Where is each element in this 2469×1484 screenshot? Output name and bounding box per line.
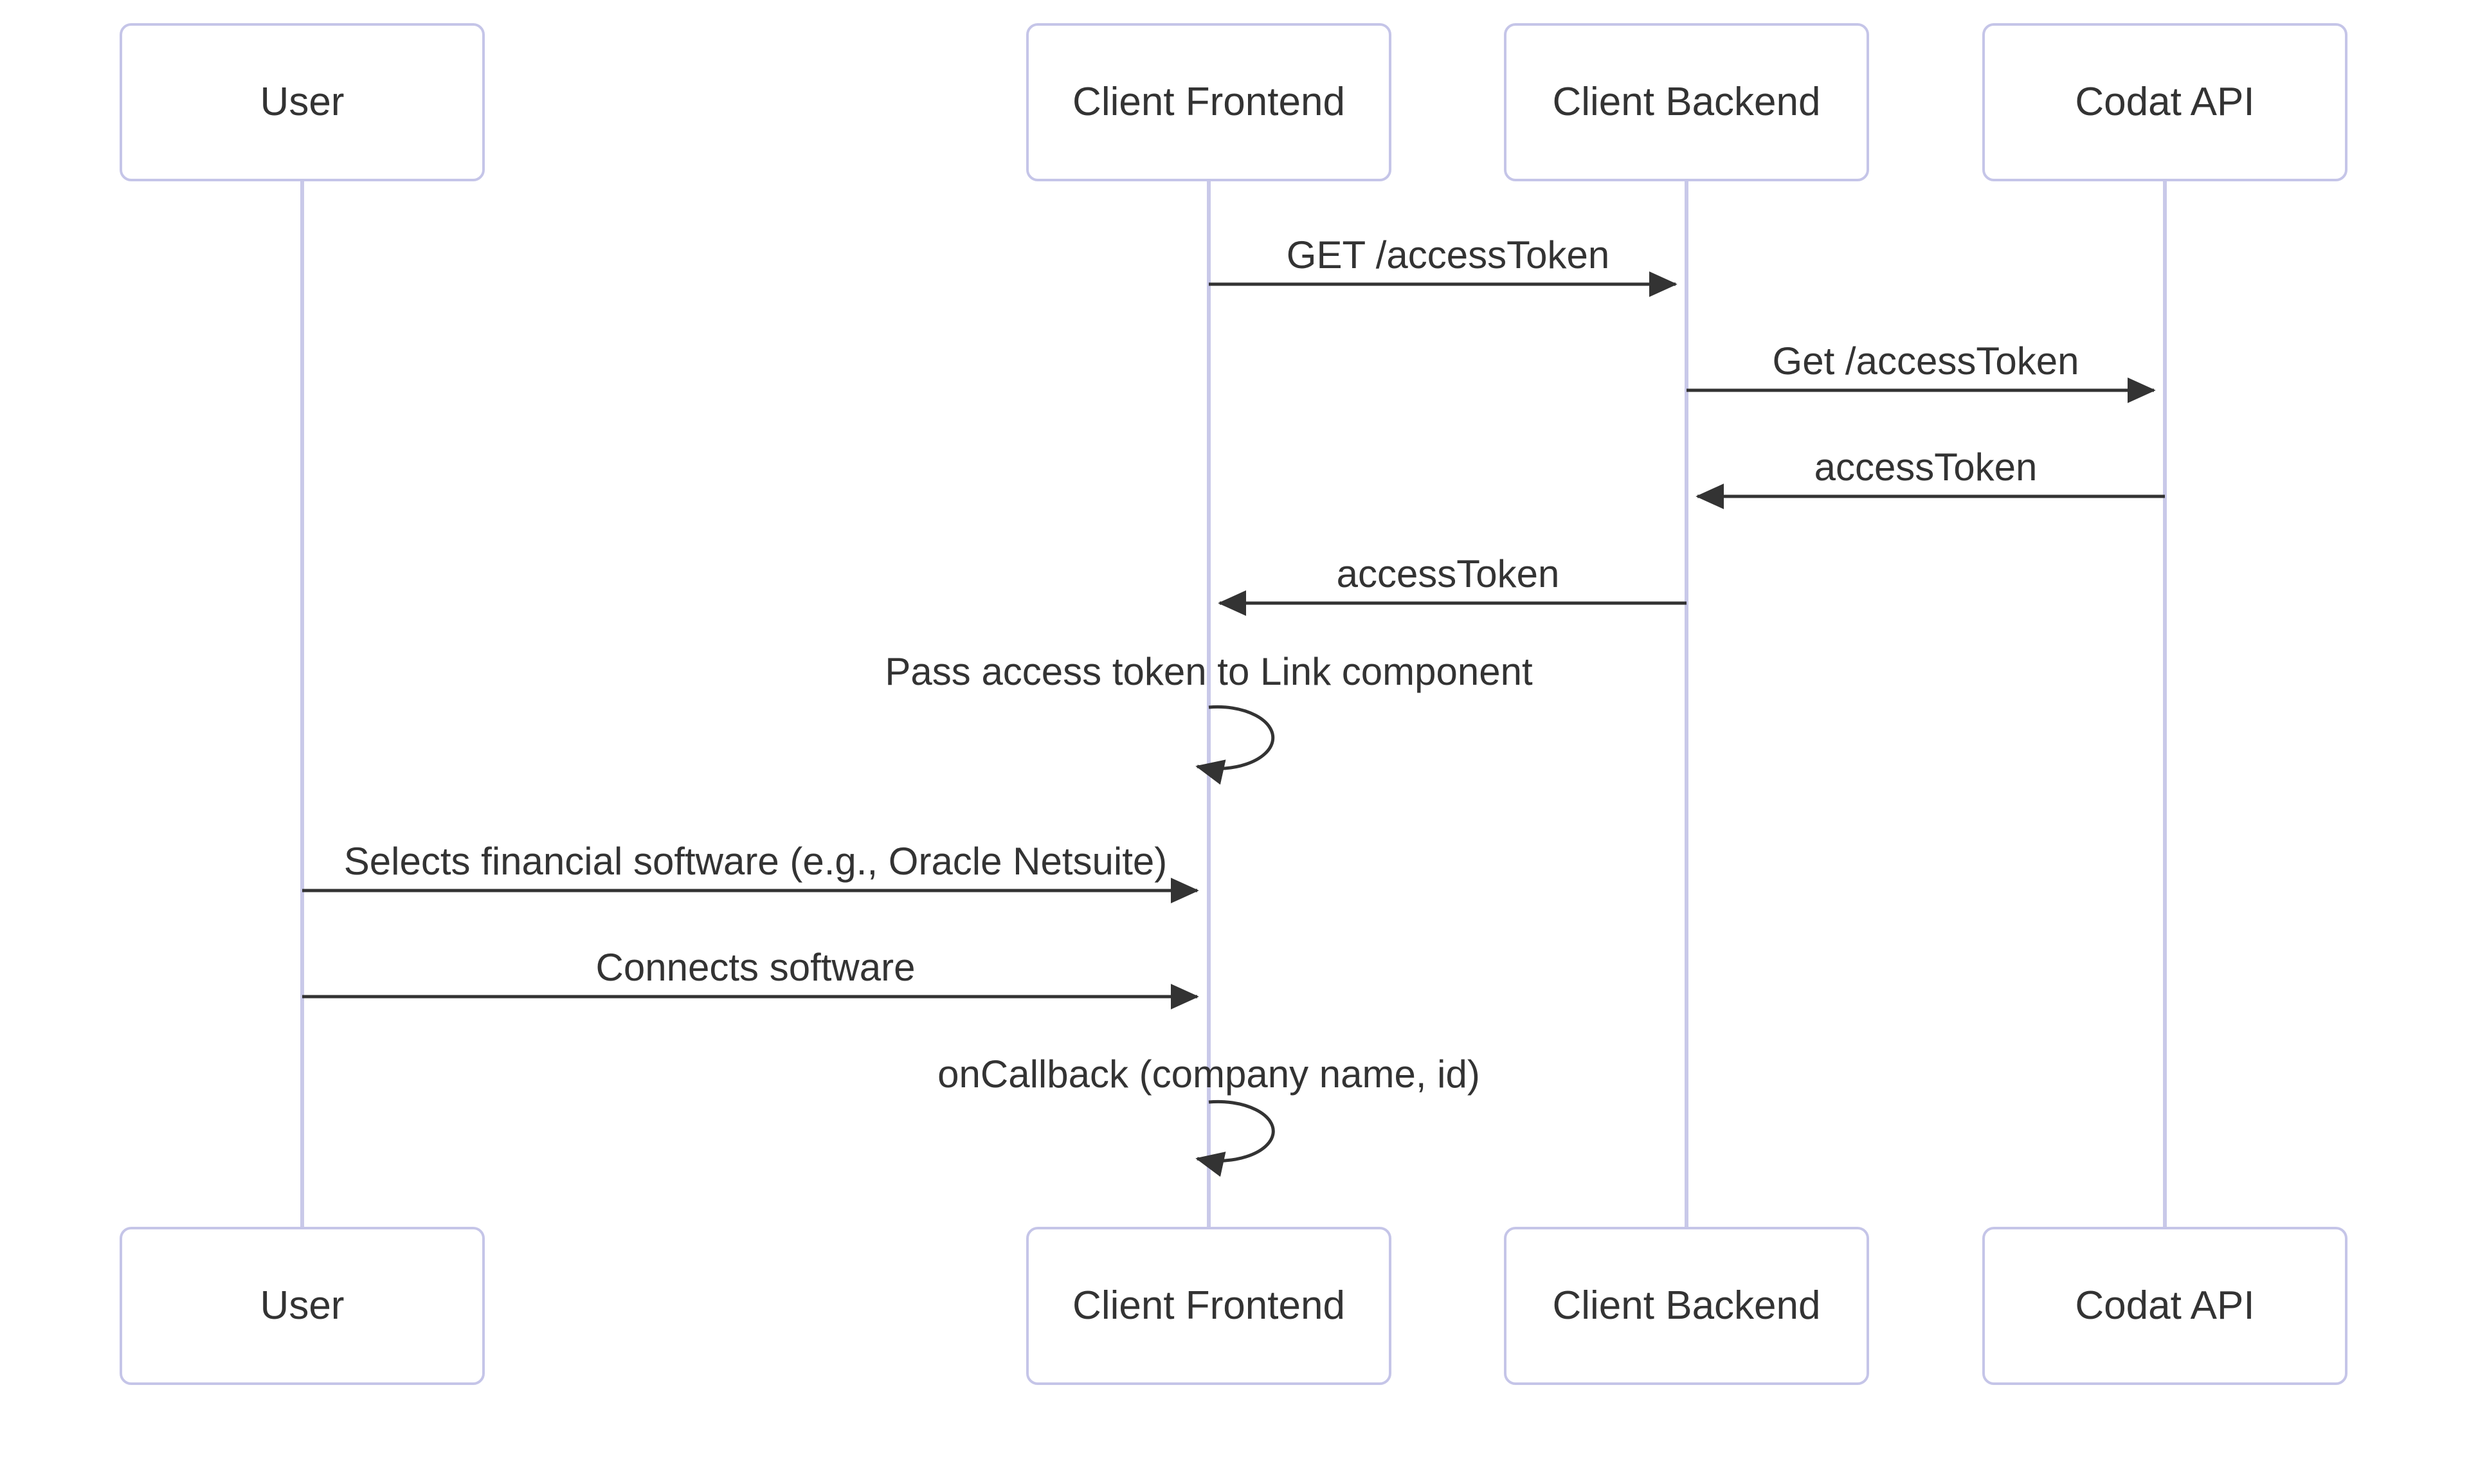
actor-label: User bbox=[260, 1283, 345, 1328]
self-loop-arrow-8 bbox=[1195, 1099, 1275, 1177]
message-label-3: accessToken bbox=[1814, 446, 2038, 489]
message-label-8: onCallback (company name, id) bbox=[937, 1053, 1480, 1096]
actor-box-user-top: User bbox=[120, 23, 485, 181]
actor-box-codat-api-bottom: Codat API bbox=[1982, 1227, 2347, 1385]
message-label-1: GET /accessToken bbox=[1286, 233, 1610, 276]
actor-box-client-backend-bottom: Client Backend bbox=[1504, 1227, 1869, 1385]
actor-label: Client Frontend bbox=[1072, 80, 1345, 124]
message-label-4: accessToken bbox=[1336, 552, 1560, 595]
message-label-7: Connects software bbox=[595, 946, 916, 989]
actor-label: User bbox=[260, 80, 345, 124]
actor-label: Client Backend bbox=[1552, 1283, 1821, 1328]
actor-box-client-backend-top: Client Backend bbox=[1504, 23, 1869, 181]
message-label-6: Selects financial software (e.g., Oracle… bbox=[343, 840, 1168, 883]
actor-label: Codat API bbox=[2075, 80, 2255, 124]
actor-box-client-frontend-bottom: Client Frontend bbox=[1026, 1227, 1391, 1385]
actor-label: Codat API bbox=[2075, 1283, 2255, 1328]
message-label-5: Pass access token to Link component bbox=[885, 650, 1533, 693]
actor-box-codat-api-top: Codat API bbox=[1982, 23, 2347, 181]
self-loop-arrow-5 bbox=[1195, 705, 1275, 785]
actor-label: Client Backend bbox=[1552, 80, 1821, 124]
actor-box-user-bottom: User bbox=[120, 1227, 485, 1385]
message-label-2: Get /accessToken bbox=[1772, 339, 2079, 383]
actor-box-client-frontend-top: Client Frontend bbox=[1026, 23, 1391, 181]
actor-label: Client Frontend bbox=[1072, 1283, 1345, 1328]
